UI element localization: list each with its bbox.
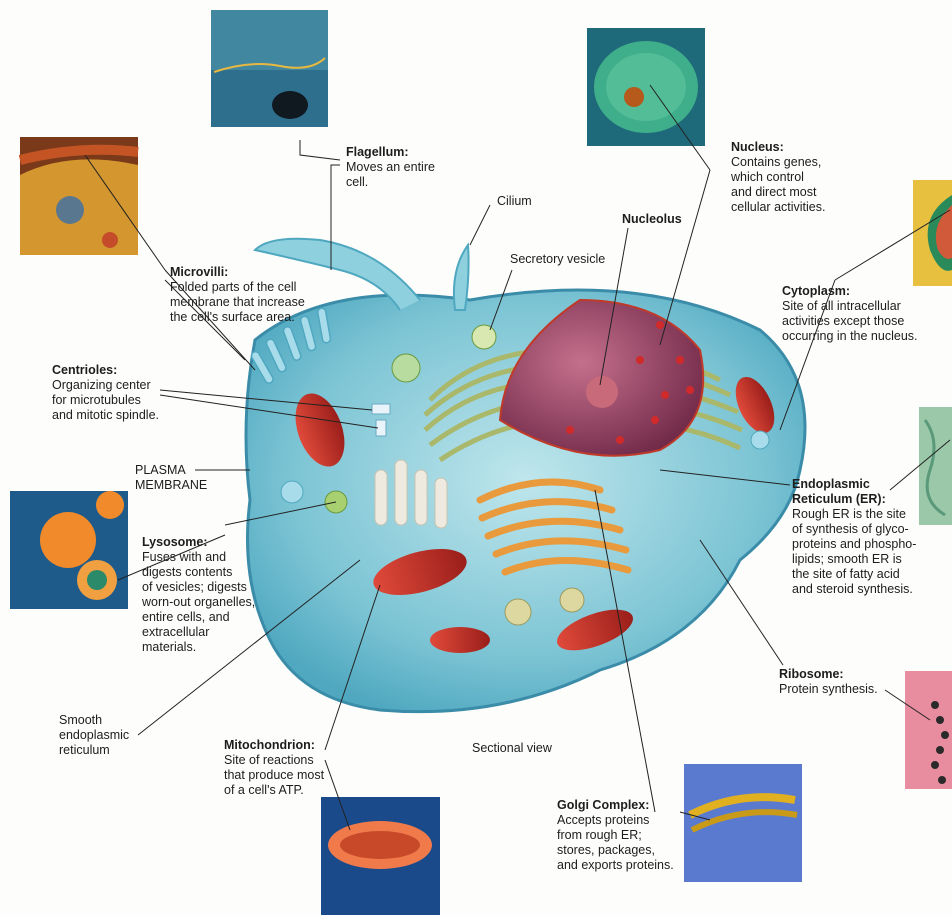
centrioles-title: Centrioles: [52, 363, 159, 378]
golgi-title: Golgi Complex: [557, 798, 674, 813]
secretory-vesicle [472, 325, 496, 349]
lysosome-desc: Fuses with and digests contents of vesic… [142, 550, 255, 655]
label-secretory-vesicle: Secretory vesicle [510, 252, 605, 267]
nucleolus [586, 376, 618, 408]
label-nucleus: Nucleus: Contains genes, which control a… [731, 140, 825, 215]
micrograph-ribosome [905, 671, 952, 789]
cell-body [246, 239, 805, 712]
nucleus-desc: Contains genes, which control and direct… [731, 155, 825, 215]
centrioles-desc: Organizing center for microtubules and m… [52, 378, 159, 423]
label-microvilli: Microvilli: Folded parts of the cell mem… [170, 265, 305, 325]
golgi-desc: Accepts proteins from rough ER; stores, … [557, 813, 674, 873]
label-smooth-er: Smooth endoplasmic reticulum [59, 713, 129, 758]
ribosome-desc: Protein synthesis. [779, 682, 878, 697]
label-centrioles: Centrioles: Organizing center for microt… [52, 363, 159, 423]
er-desc: Rough ER is the site of synthesis of gly… [792, 507, 916, 597]
micrograph-golgi [684, 764, 802, 882]
label-cytoplasm: Cytoplasm: Site of all intracellular act… [782, 284, 918, 344]
label-golgi: Golgi Complex: Accepts proteins from rou… [557, 798, 674, 873]
microvilli-desc: Folded parts of the cell membrane that i… [170, 280, 305, 325]
flagellum-title: Flagellum: [346, 145, 435, 160]
label-nucleolus: Nucleolus [622, 212, 682, 227]
mitochondrion-title: Mitochondrion: [224, 738, 324, 753]
cytoplasm-title: Cytoplasm: [782, 284, 918, 299]
microvilli-title: Microvilli: [170, 265, 305, 280]
er-title: Endoplasmic Reticulum (ER): [792, 477, 916, 507]
label-cilium: Cilium [497, 194, 532, 209]
label-sectional-view: Sectional view [472, 741, 552, 756]
flagellum-desc: Moves an entire cell. [346, 160, 435, 190]
micrograph-mitochondrion [321, 797, 440, 915]
micrograph-cytoplasm [913, 180, 952, 286]
mitochondrion-desc: Site of reactions that produce most of a… [224, 753, 324, 798]
micrograph-nucleus [587, 28, 705, 146]
micrograph-lysosome [10, 491, 128, 609]
label-ribosome: Ribosome: Protein synthesis. [779, 667, 878, 697]
label-mitochondrion: Mitochondrion: Site of reactions that pr… [224, 738, 324, 798]
lysosome-title: Lysosome: [142, 535, 255, 550]
micrograph-flagellum [211, 10, 328, 127]
label-lysosome: Lysosome: Fuses with and digests content… [142, 535, 255, 655]
micrograph-er [919, 407, 952, 525]
label-flagellum: Flagellum: Moves an entire cell. [346, 145, 435, 190]
label-er: Endoplasmic Reticulum (ER): Rough ER is … [792, 477, 916, 597]
nucleus-title: Nucleus: [731, 140, 825, 155]
label-plasma-membrane: PLASMA MEMBRANE [135, 463, 207, 493]
cytoplasm-desc: Site of all intracellular activities exc… [782, 299, 918, 344]
ribosome-title: Ribosome: [779, 667, 878, 682]
micrograph-microvilli [20, 137, 138, 255]
